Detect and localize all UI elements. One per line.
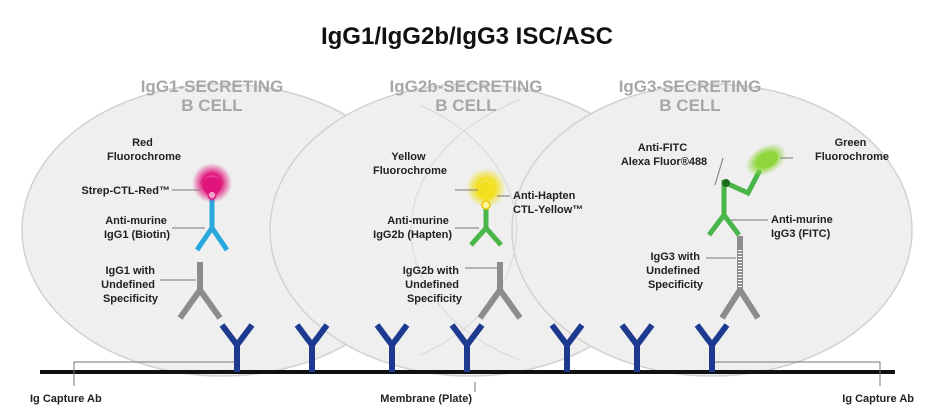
label-antimurine-igg2b: Anti-murine IgG2b (Hapten) xyxy=(373,215,452,241)
label-igg2b-with: IgG2b with Undefined Specificity xyxy=(403,265,463,305)
anti-igg2b-antibody xyxy=(469,208,503,247)
anti-fitc-antibody xyxy=(724,168,763,197)
label-igg3-with: IgG3 with Undefined Specificity xyxy=(646,251,704,291)
fitc-node xyxy=(722,179,730,187)
cell-overlap-edge xyxy=(410,99,521,361)
capture-ab-y xyxy=(219,323,255,372)
diagram-title: IgG1/IgG2b/IgG3 ISC/ASC xyxy=(321,23,613,50)
label-strep-ctl-red: Strep-CTL-Red™ xyxy=(81,185,170,197)
label-green-fluorochrome: Green Fluorochrome xyxy=(815,137,889,163)
fluorochromes xyxy=(192,143,787,210)
label-yellow-fluorochrome: Yellow Fluorochrome xyxy=(373,151,447,177)
label-capture-right: Ig Capture Ab xyxy=(842,393,914,405)
igg1-secreted-antibody xyxy=(177,262,223,320)
secreted-igg xyxy=(177,236,761,320)
label-red-fluorochrome: Red Fluorochrome xyxy=(107,137,181,163)
capture-ab-y xyxy=(374,323,410,372)
cell-title-igg2b-line2: B CELL xyxy=(435,96,496,115)
green-fluorochrome xyxy=(757,151,779,169)
igg2b-secreted-antibody xyxy=(477,262,523,320)
capture-ab-y xyxy=(619,323,655,372)
leader-capture-left xyxy=(73,361,234,386)
cell-overlap-edge xyxy=(419,104,518,356)
cell-title-igg1-line2: B CELL xyxy=(181,96,242,115)
leader-capture-right xyxy=(715,361,881,386)
capture-antibodies xyxy=(219,323,730,372)
label-antimurine-igg3: Anti-murine IgG3 (FITC) xyxy=(771,214,836,240)
capture-ab-y xyxy=(549,323,585,372)
cell-title-igg3-line2: B CELL xyxy=(659,96,720,115)
label-anti-hapten: Anti-Hapten CTL-Yellow™ xyxy=(513,190,583,216)
label-anti-fitc: Anti-FITC Alexa Fluor®488 xyxy=(621,142,707,168)
cell-title-igg3-line1: IgG3-SECRETING xyxy=(619,77,762,96)
leader-anti-fitc xyxy=(714,157,724,186)
cell-title-igg1-line1: IgG1-SECRETING xyxy=(141,77,284,96)
hapten-node xyxy=(481,200,491,210)
label-membrane: Membrane (Plate) xyxy=(380,393,472,405)
strep-node xyxy=(207,190,217,200)
label-antimurine-igg1: Anti-murine IgG1 (Biotin) xyxy=(104,215,170,241)
yellow-fluorochrome xyxy=(477,182,495,200)
leader-lines xyxy=(73,157,881,392)
red-fluorochrome xyxy=(203,177,221,195)
capture-ab-y xyxy=(294,323,330,372)
capture-ab-y xyxy=(449,323,485,372)
label-igg1-with: IgG1 with Undefined Specificity xyxy=(101,265,159,305)
capture-ab-y xyxy=(694,323,730,372)
cell-title-igg2b-line1: IgG2b-SECRETING xyxy=(389,77,542,96)
detection-antibodies xyxy=(194,168,763,252)
label-capture-left: Ig Capture Ab xyxy=(30,393,102,405)
